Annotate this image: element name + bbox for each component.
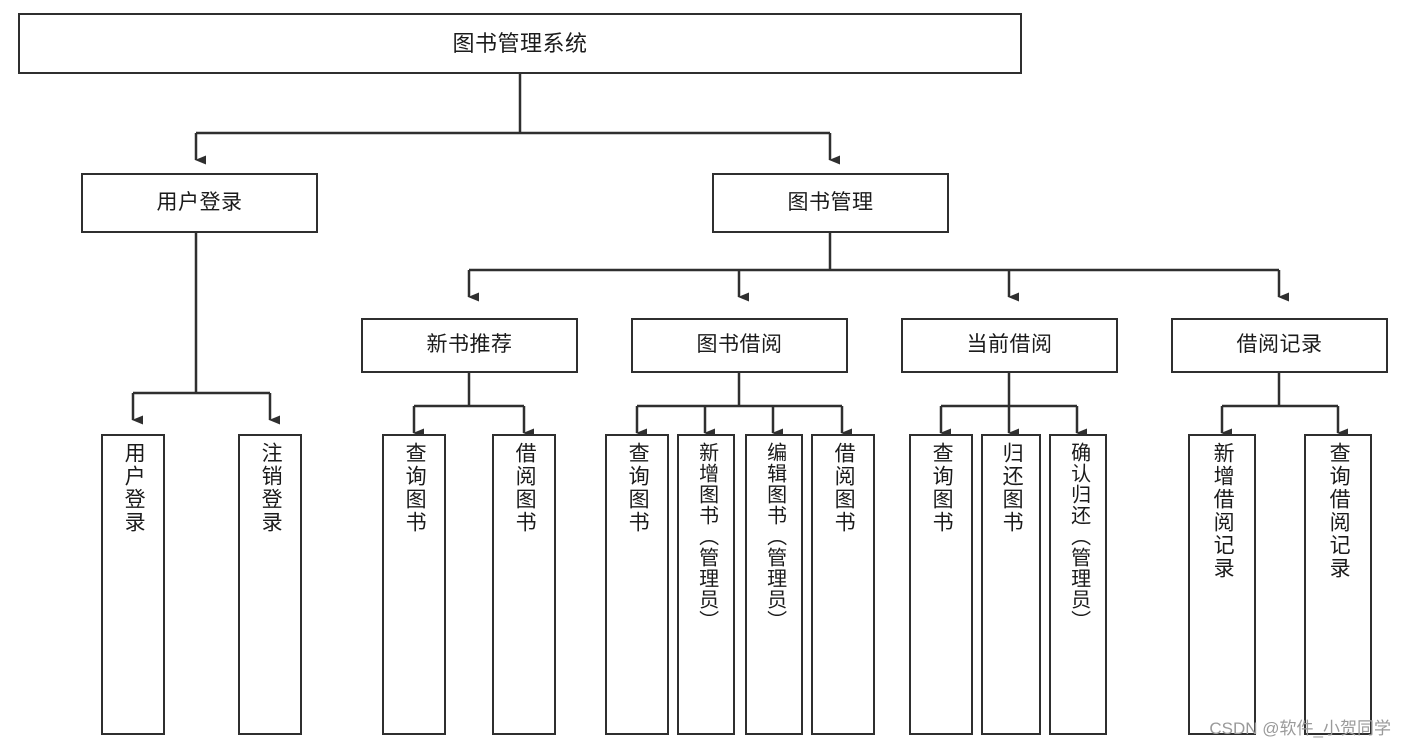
- node-label: 新书推荐: [426, 333, 513, 357]
- leaf-query-book-current[interactable]: 查询图书: [909, 434, 973, 735]
- node-label: 用户登录: [122, 442, 146, 534]
- leaf-query-borrow-record[interactable]: 查询借阅记录: [1304, 434, 1372, 735]
- leaf-add-book-admin[interactable]: 新增图书（管理员）: [677, 434, 735, 735]
- node-root-book-management-system[interactable]: 图书管理系统: [18, 13, 1022, 74]
- node-label: 借阅图书: [513, 442, 537, 534]
- node-current-borrow[interactable]: 当前借阅: [901, 318, 1118, 373]
- node-borrow-record[interactable]: 借阅记录: [1171, 318, 1388, 373]
- node-label: 确认归还（管理员）: [1067, 442, 1090, 631]
- node-label: 查询图书: [403, 442, 427, 534]
- node-label: 新增图书（管理员）: [695, 442, 718, 631]
- leaf-borrow-book-borrow[interactable]: 借阅图书: [811, 434, 875, 735]
- node-label: 借阅记录: [1236, 333, 1323, 357]
- leaf-query-book-borrow[interactable]: 查询图书: [605, 434, 669, 735]
- node-label: 当前借阅: [966, 333, 1053, 357]
- leaf-return-book[interactable]: 归还图书: [981, 434, 1041, 735]
- leaf-logout-login[interactable]: 注销登录: [238, 434, 302, 735]
- node-label: 图书管理: [787, 190, 874, 214]
- leaf-query-book-recommend[interactable]: 查询图书: [382, 434, 446, 735]
- node-book-borrow[interactable]: 图书借阅: [631, 318, 848, 373]
- node-user-login[interactable]: 用户登录: [81, 173, 318, 233]
- leaf-confirm-return-admin[interactable]: 确认归还（管理员）: [1049, 434, 1107, 735]
- node-label: 查询借阅记录: [1327, 442, 1351, 580]
- node-label: 查询图书: [930, 442, 954, 534]
- node-label: 新增借阅记录: [1211, 442, 1235, 580]
- leaf-borrow-book-recommend[interactable]: 借阅图书: [492, 434, 556, 735]
- leaf-user-login[interactable]: 用户登录: [101, 434, 165, 735]
- node-label: 查询图书: [626, 442, 650, 534]
- node-label: 编辑图书（管理员）: [763, 442, 786, 631]
- watermark-text: CSDN @软件_小贺同学: [1209, 719, 1391, 738]
- node-label: 归还图书: [1000, 442, 1024, 534]
- node-label: 借阅图书: [832, 442, 856, 534]
- node-label: 图书借阅: [696, 333, 783, 357]
- node-label: 图书管理系统: [452, 30, 588, 56]
- node-label: 用户登录: [156, 190, 243, 214]
- node-book-management[interactable]: 图书管理: [712, 173, 949, 233]
- leaf-edit-book-admin[interactable]: 编辑图书（管理员）: [745, 434, 803, 735]
- leaf-add-borrow-record[interactable]: 新增借阅记录: [1188, 434, 1256, 735]
- node-label: 注销登录: [259, 442, 283, 534]
- node-new-book-recommend[interactable]: 新书推荐: [361, 318, 578, 373]
